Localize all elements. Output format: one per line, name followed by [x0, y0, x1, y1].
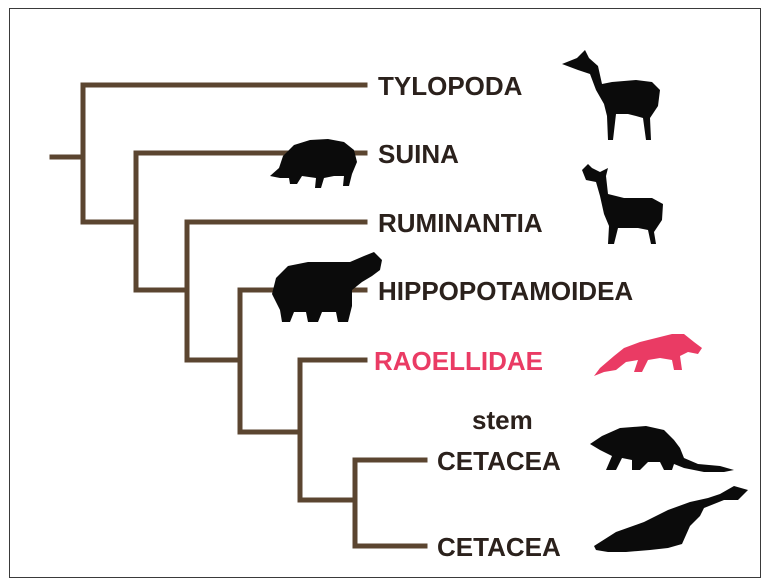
taxon-label-tylopoda: TYLOPODA — [378, 71, 523, 101]
taxon-label-raoellidae: RAOELLIDAE — [374, 346, 543, 376]
early-whale-silhouette-icon — [590, 426, 734, 472]
taxon-label-cetacea: CETACEA — [437, 532, 561, 562]
taxon-label-hippopotamoidea: HIPPOPOTAMOIDEA — [378, 276, 633, 306]
taxon-label-ruminantia: RUMINANTIA — [378, 208, 543, 238]
taxon-label-suina: SUINA — [378, 139, 459, 169]
taxon-label-stem-cetacea: CETACEA — [437, 446, 561, 476]
pig-silhouette-icon — [270, 139, 357, 188]
taxon-label-stem: stem — [472, 405, 533, 435]
deer-silhouette-icon — [582, 164, 663, 244]
hippo-silhouette-icon — [272, 252, 382, 322]
camel-silhouette-icon — [562, 50, 660, 140]
tree-branches — [52, 85, 425, 546]
whale-silhouette-icon — [594, 486, 748, 552]
raoellid-silhouette-icon — [594, 334, 702, 376]
